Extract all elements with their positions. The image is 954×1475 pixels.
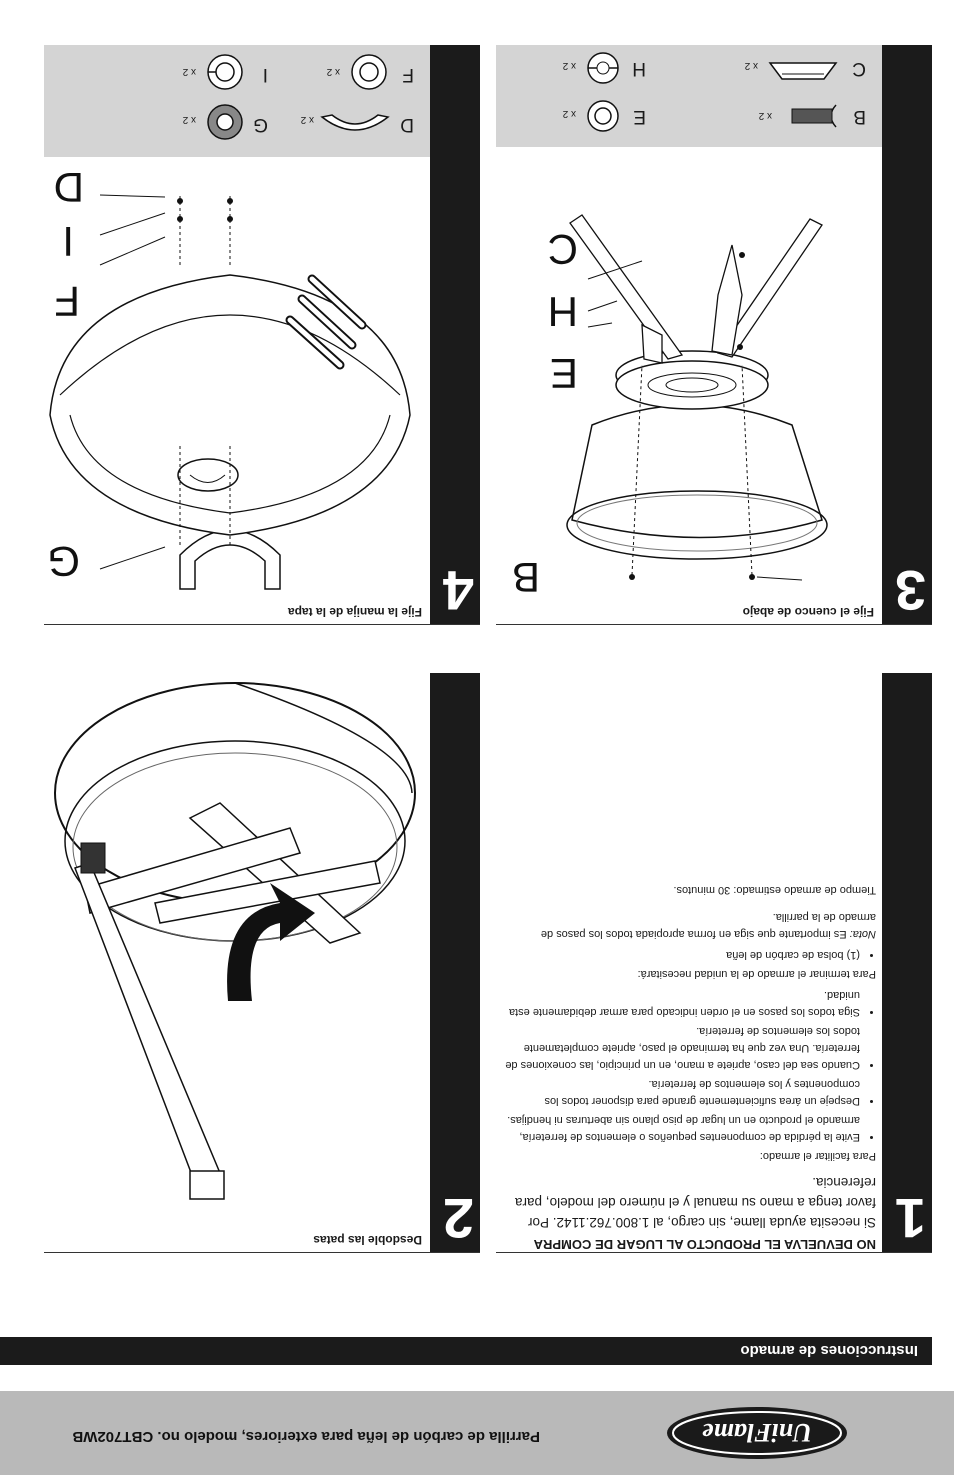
part-d-label: D <box>400 114 414 135</box>
list-item: Siga todos los pasos en el orden indicad… <box>504 986 860 1020</box>
step4-illustration <box>49 194 411 590</box>
step4-number: 4 <box>442 559 474 622</box>
step1-needs: (1) bolsa de carbón de leña <box>504 946 876 963</box>
step3-caption: Fije el cuenco de abajo <box>742 605 874 619</box>
nut-icon <box>207 54 243 90</box>
bracket-icon <box>320 114 390 131</box>
part-f-qty: x 2 <box>326 66 340 77</box>
step1-time: Tiempo de armado estimado: 30 minutos. <box>673 884 876 896</box>
step3-illustration <box>566 214 828 581</box>
list-item: Evite la pérdida de componentes pequeños… <box>504 1111 860 1145</box>
part-d-qty: x 2 <box>300 114 314 125</box>
part-e-qty: x 2 <box>562 108 576 119</box>
step3-rule <box>496 624 932 625</box>
note-text: Es importante que siga en forma apropiad… <box>540 911 876 940</box>
step1-needs-intro: Para terminar el armado de la unidad nec… <box>637 968 876 980</box>
brand-logo: UniFlame <box>664 1405 850 1461</box>
part-f-label: F <box>402 64 414 85</box>
note-label: Nota: <box>849 928 876 940</box>
list-item: Cuando sea del caso, apriete a mano, en … <box>504 1022 860 1073</box>
step3-panel: 3 Fije el cuenco de abajo B x 2 C x 2 E … <box>496 45 932 625</box>
step2-illustration <box>54 682 416 1200</box>
step1-note: Nota: Es importante que siga en forma ap… <box>504 908 876 942</box>
step2-bar <box>430 673 480 1253</box>
step1-tips: Evite la pérdida de componentes pequeños… <box>504 986 876 1145</box>
section-title: Instrucciones de armado <box>740 1342 918 1359</box>
part-b-label: B <box>853 106 866 127</box>
callout-d: D <box>53 164 84 211</box>
step3-bar <box>882 45 932 625</box>
brand-logo-text: UniFlame <box>702 1418 812 1447</box>
part-g-label: G <box>253 114 268 135</box>
callout-g: G <box>47 538 80 585</box>
step4-panel: 4 Fije la manija de la tapa D x 2 F x 2 … <box>44 45 480 625</box>
part-b-qty: x 2 <box>758 110 772 121</box>
part-g-qty: x 2 <box>182 114 196 125</box>
part-e-label: E <box>633 106 646 127</box>
part-i-qty: x 2 <box>182 66 196 77</box>
callout-f: F <box>54 278 80 325</box>
step1-number: 1 <box>894 1187 926 1250</box>
part-h-label: H <box>632 58 646 79</box>
washer-icon <box>351 54 387 90</box>
callout-e: E <box>549 350 578 397</box>
bracket-icon <box>768 62 838 80</box>
step4-rule <box>44 624 480 625</box>
step2-rule <box>44 1252 480 1253</box>
part-c-qty: x 2 <box>744 60 758 71</box>
callout-h: H <box>547 288 578 335</box>
step1-bar <box>882 673 932 1253</box>
step1-intro: Para facilitar el armado: <box>759 1150 876 1162</box>
part-i-label: I <box>262 64 268 85</box>
callout-i: I <box>62 218 74 265</box>
step2-caption: Desdoble las patas <box>313 1233 422 1247</box>
step2-panel: 2 Desdoble las patas <box>44 673 480 1253</box>
part-h-qty: x 2 <box>562 60 576 71</box>
step1-heading: NO DEVUELVA EL PRODUCTO AL LUGAR DE COMP… <box>533 1237 876 1252</box>
part-c-label: C <box>852 58 866 79</box>
step3-number: 3 <box>894 559 926 622</box>
list-item: Despeje un área suficientemente grande p… <box>504 1075 860 1109</box>
callout-b: B <box>511 554 540 601</box>
nut-icon <box>587 52 619 84</box>
model-title: Parrilla de carbón de leña para exterior… <box>72 1428 540 1445</box>
callout-c: C <box>547 226 578 273</box>
washer-icon <box>587 100 619 132</box>
step1-help-text: Si necesita ayuda llame, sin cargo, al 1… <box>515 1175 876 1230</box>
bolt-icon <box>791 104 837 128</box>
step4-caption: Fije la manija de la tapa <box>287 605 422 619</box>
list-item: (1) bolsa de carbón de leña <box>504 946 860 963</box>
step1-text: NO DEVUELVA EL PRODUCTO AL LUGAR DE COMP… <box>504 881 876 1253</box>
step2-number: 2 <box>442 1187 474 1250</box>
washer-dark-icon <box>207 104 243 140</box>
step4-bar <box>430 45 480 625</box>
